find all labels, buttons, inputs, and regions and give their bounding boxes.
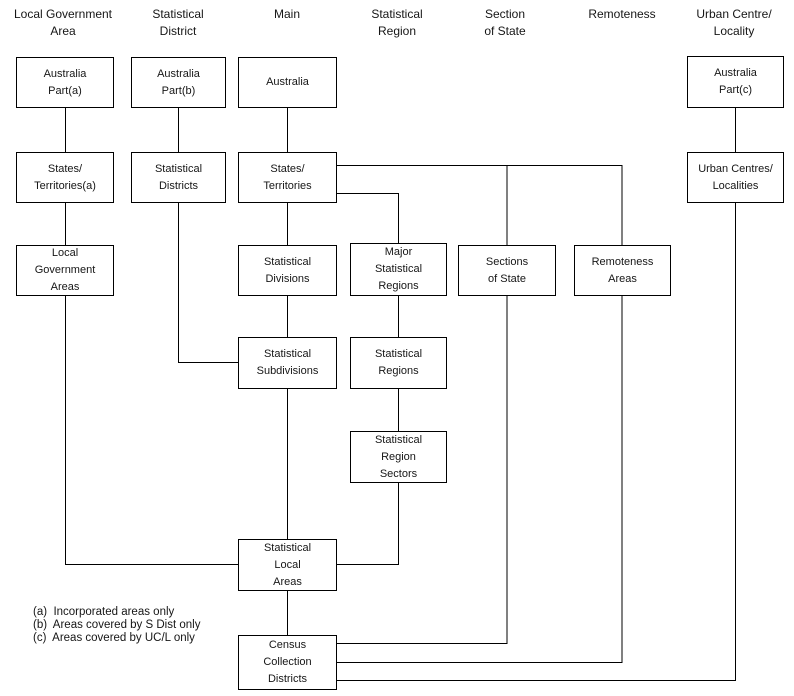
box-label: Statistical Districts [154,162,203,192]
connector-line [337,296,508,645]
box-statistical-divisions: Statistical Divisions [238,245,337,296]
box-statistical-local-areas: Statistical Local Areas [238,539,337,591]
box-remoteness-areas: Remoteness Areas [574,245,671,296]
box-label: Statistical Region Sectors [374,433,423,480]
column-header-statistical-region: Statistical Region [371,7,423,38]
column-header-main: Main [273,7,300,21]
column-header-local-government-area: Local Government Area [13,7,113,38]
connector-line [337,296,623,664]
box-label: Remoteness Areas [591,255,654,285]
column-header-statistical-district: Statistical District [152,7,204,38]
column-header-section-of-state: Section of State [484,7,526,38]
box-label: Australia [266,76,309,88]
box-label: Statistical Divisions [263,255,312,285]
connector-line [177,203,238,364]
connector-line [337,483,400,566]
connector-line [337,192,400,243]
box-label: States/ Territories(a) [34,162,96,192]
footnote-a: (a) Incorporated areas only [33,606,175,618]
box-australia: Australia [238,57,337,108]
footnotes: (a) Incorporated areas only (b) Areas co… [33,606,200,645]
box-label: Statistical Local Areas [263,541,312,588]
box-states-territories: States/ Territories [238,152,337,203]
box-census-collection-districts: Census Collection Districts [238,635,337,690]
box-australia-part-b: Australia Part(b) [131,57,226,108]
box-statistical-regions: Statistical Regions [350,337,447,389]
column-header-urban-centre-locality: Urban Centre/ Locality [696,7,772,38]
box-statistical-districts: Statistical Districts [131,152,226,203]
box-label: Urban Centres/ Localities [698,162,773,192]
footnote-c: (c) Areas covered by UC/L only [33,632,195,644]
box-label: Sections of State [485,255,529,285]
box-label: Statistical Subdivisions [256,348,319,377]
connector-line [64,296,238,566]
box-label: Australia Part(a) [43,67,87,97]
box-australia-part-c: Australia Part(c) [687,56,784,108]
box-australia-part-a: Australia Part(a) [16,57,114,108]
box-urban-centres-localities: Urban Centres/ Localities [687,152,784,203]
box-label: Australia Part(b) [157,67,200,97]
column-header-remoteness: Remoteness [588,7,656,21]
box-local-government-areas: Local Government Areas [16,245,114,296]
box-label: Local Government Areas [34,247,96,293]
box-label: States/ Territories [263,162,312,192]
box-statistical-subdivisions: Statistical Subdivisions [238,337,337,389]
box-label: Statistical Regions [374,348,423,377]
box-states-territories-a: States/ Territories(a) [16,152,114,203]
connector-line [337,203,737,682]
box-label: Census Collection Districts [263,639,312,685]
connector-line [337,164,623,245]
box-statistical-region-sectors: Statistical Region Sectors [350,431,447,483]
box-label: Australia Part(c) [714,67,757,96]
box-major-statistical-regions: Major Statistical Regions [350,243,447,296]
footnote-b: (b) Areas covered by S Dist only [33,619,201,631]
box-sections-of-state: Sections of State [458,245,556,296]
box-label: Major Statistical Regions [374,246,423,292]
